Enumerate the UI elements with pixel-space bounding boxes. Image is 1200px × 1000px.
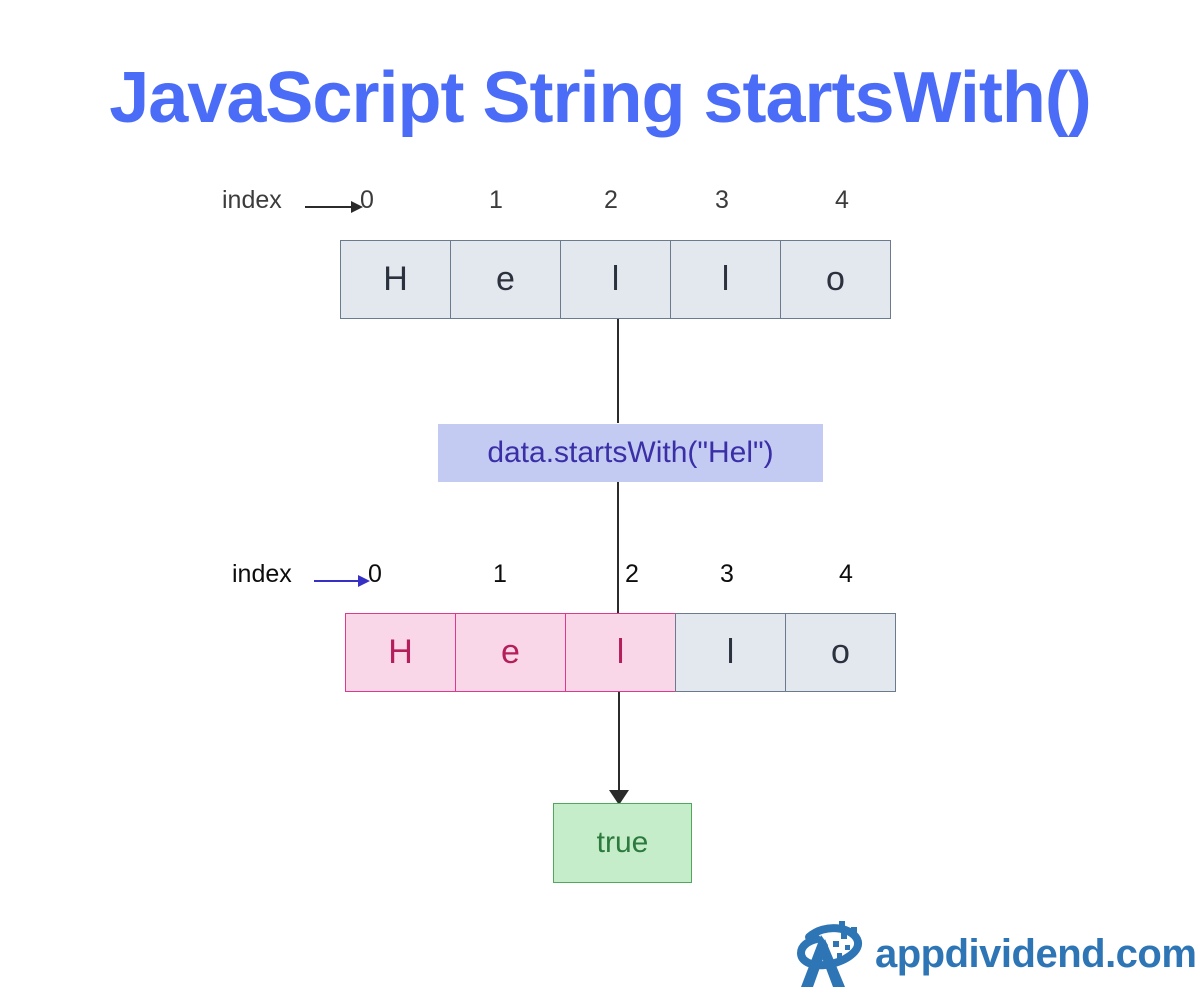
index-number-result-4: 4 <box>839 560 853 588</box>
char-cell: H <box>340 240 451 319</box>
index-number-input-3: 3 <box>715 186 729 214</box>
char-cell: o <box>785 613 896 692</box>
branding: appdividend.com <box>795 915 1197 994</box>
brand-name: appdividend.com <box>875 932 1197 976</box>
index-arrow-input-icon <box>305 201 363 213</box>
index-number-result-3: 3 <box>720 560 734 588</box>
index-arrow-result-icon <box>314 575 370 587</box>
char-cell-matched: l <box>565 613 676 692</box>
char-cell: l <box>670 240 781 319</box>
char-cell: l <box>560 240 671 319</box>
code-expression-box: data.startsWith("Hel") <box>438 424 823 482</box>
index-row-result-label: index <box>232 560 292 588</box>
index-number-input-1: 1 <box>489 186 503 214</box>
char-table-result: H e l l o <box>345 613 896 692</box>
char-cell: e <box>450 240 561 319</box>
index-number-input-0: 0 <box>360 186 374 214</box>
index-number-result-2: 2 <box>625 560 639 588</box>
appdividend-logo-icon <box>795 915 867 994</box>
index-number-result-1: 1 <box>493 560 507 588</box>
index-row-input-label: index <box>222 186 282 214</box>
connector-line-table-to-code <box>617 319 619 423</box>
arrow-down-icon <box>609 790 629 805</box>
index-number-input-2: 2 <box>604 186 618 214</box>
index-number-input-4: 4 <box>835 186 849 214</box>
char-cell-matched: H <box>345 613 456 692</box>
connector-line-result-table-to-output <box>618 692 620 793</box>
page-title: JavaScript String startsWith() <box>109 58 1092 138</box>
char-cell: l <box>675 613 786 692</box>
char-cell-matched: e <box>455 613 566 692</box>
connector-line-code-to-result-table <box>617 482 619 613</box>
result-value-box: true <box>553 803 692 883</box>
index-number-result-0: 0 <box>368 560 382 588</box>
char-cell: o <box>780 240 891 319</box>
char-table-input: H e l l o <box>340 240 891 319</box>
